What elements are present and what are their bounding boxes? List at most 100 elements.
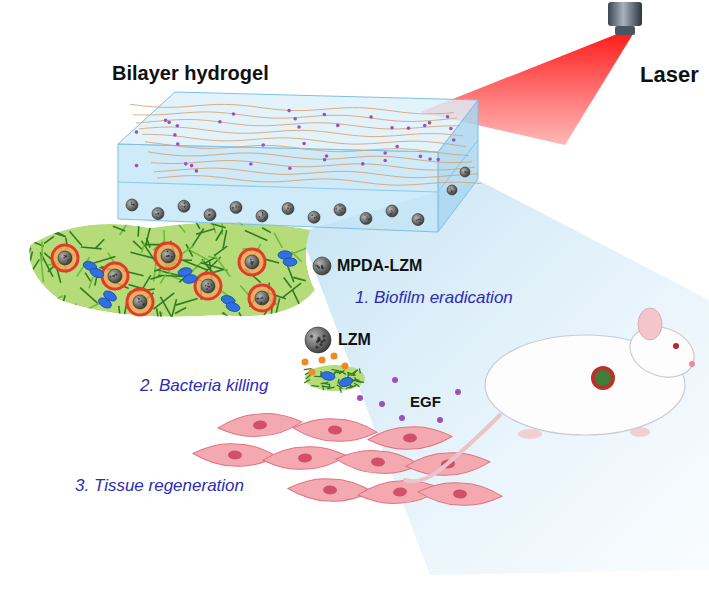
egf-dot — [455, 389, 461, 395]
sphere-pore — [138, 301, 140, 303]
sphere-pore — [316, 340, 319, 343]
biofilm-strand — [97, 321, 114, 337]
biofilm-strand — [20, 277, 34, 295]
biofilm-strand — [176, 298, 198, 305]
cell-nucleus — [393, 487, 408, 497]
biofilm-strand — [80, 288, 97, 304]
sphere-pore — [132, 204, 133, 205]
sphere-pore — [261, 302, 263, 304]
cell-nucleus — [328, 425, 342, 435]
cell-nucleus — [253, 420, 268, 430]
biofilm-strand — [27, 248, 31, 258]
hydrogel-slab — [100, 60, 500, 240]
sphere-pore — [417, 219, 418, 220]
biofilm-strand — [359, 368, 360, 373]
sphere-pore — [184, 202, 185, 203]
laser-beam — [420, 34, 633, 145]
heat-ring — [195, 273, 221, 299]
cell-body — [217, 411, 302, 439]
wound-dressing — [595, 370, 611, 386]
biofilm-strand — [137, 222, 139, 236]
biofilm-strand — [25, 268, 26, 278]
biofilm-strand — [277, 322, 283, 340]
sphere-pore — [311, 214, 312, 215]
biofilm-strand — [19, 230, 33, 248]
biofilm-strand — [160, 297, 173, 320]
sphere-pore — [310, 335, 313, 338]
step-label: 1. Biofilm eradication — [355, 288, 513, 308]
biofilm-strand — [51, 218, 78, 223]
mpda-sphere — [412, 214, 424, 226]
sphere-pore — [419, 222, 420, 223]
biofilm-strand — [58, 295, 65, 321]
sphere-pore — [323, 334, 326, 337]
biofilm-strand — [51, 212, 76, 225]
biofilm-strand — [113, 326, 123, 328]
biofilm-strand — [160, 311, 162, 322]
biofilm-strand — [262, 228, 271, 233]
sphere-pore — [211, 284, 213, 286]
egf-dot — [390, 126, 394, 130]
egf-dot — [135, 130, 139, 134]
egf-dot — [302, 142, 306, 146]
biofilm-strand — [340, 388, 342, 393]
biofilm-strand — [76, 325, 78, 339]
sphere-pore — [290, 208, 291, 209]
sphere-pore — [206, 288, 208, 290]
sphere-pore — [143, 304, 145, 306]
biofilm-strand — [216, 230, 223, 241]
sphere-pore — [287, 207, 288, 208]
biofilm-strand — [76, 216, 86, 219]
sphere-pore — [167, 251, 169, 253]
slab-front — [118, 144, 438, 232]
egf-dot — [383, 159, 387, 163]
sphere-pore — [319, 343, 322, 346]
sphere-pore — [287, 208, 288, 209]
biofilm-strand — [347, 372, 354, 374]
biofilm-strand — [205, 258, 215, 264]
biofilm-strand — [301, 304, 315, 307]
sphere-pore — [262, 211, 263, 212]
sphere-pore — [262, 297, 264, 299]
egf-dot — [449, 127, 453, 131]
egf-dot — [135, 164, 139, 168]
biofilm-strand — [111, 316, 116, 332]
sphere-pore — [155, 213, 156, 214]
egf-dot — [361, 162, 365, 166]
sphere-pore — [158, 213, 159, 214]
biofilm-strand — [105, 321, 121, 323]
polymer-fiber — [142, 134, 466, 146]
mpda-sphere — [204, 209, 216, 221]
egf-dot — [446, 115, 450, 119]
biofilm-strand — [97, 314, 98, 328]
growth-factor-label: EGF — [410, 393, 441, 410]
sphere-pore — [116, 274, 118, 276]
cell-body — [193, 442, 278, 467]
wound — [591, 366, 615, 390]
sphere-pore — [131, 204, 132, 205]
polymer-fiber — [157, 176, 481, 186]
biofilm-strand — [183, 320, 199, 325]
biofilm-strand — [26, 302, 38, 304]
biofilm-strand — [49, 303, 63, 308]
sphere-pore — [66, 255, 68, 257]
heat-ring — [127, 289, 153, 315]
egf-dot — [218, 120, 222, 124]
mpda-sphere — [201, 279, 215, 293]
sphere-pore — [341, 208, 342, 209]
sphere-pore — [138, 298, 140, 300]
mouse — [405, 308, 701, 481]
egf-dot — [428, 157, 432, 161]
laser-body — [608, 2, 642, 26]
cell-nucleus — [403, 433, 417, 442]
cell-body — [262, 445, 347, 472]
sphere-pore — [391, 210, 392, 211]
sphere-pore — [112, 275, 114, 277]
sphere-pore — [315, 346, 318, 349]
sphere-pore — [251, 264, 253, 266]
egf-dot — [436, 158, 440, 162]
mpda-sphere — [256, 210, 268, 222]
biofilm-strand — [284, 277, 292, 287]
biofilm-strand — [154, 293, 175, 309]
egf-dot — [357, 395, 363, 401]
